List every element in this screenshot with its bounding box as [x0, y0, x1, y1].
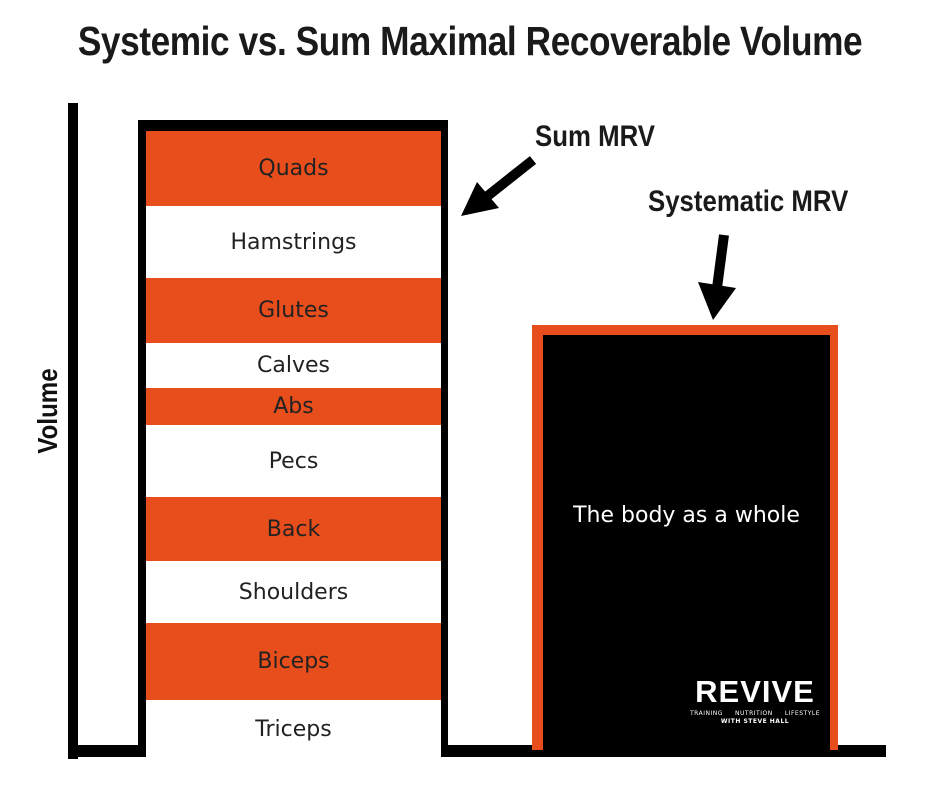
diagram-title: Systemic vs. Sum Maximal Recoverable Vol…	[77, 18, 863, 64]
logo-name: REVIVE	[695, 674, 815, 709]
segment-shoulders: Shoulders	[146, 561, 441, 623]
segment-glutes: Glutes	[146, 278, 441, 343]
logo-byline: WITH STEVE HALL	[720, 718, 790, 725]
segment-pecs: Pecs	[146, 425, 441, 497]
logo-tagline-mid: NUTRITION	[735, 710, 773, 717]
logo-tagline-left: TRAINING	[690, 710, 723, 717]
revive-logo: REVIVE TRAINING NUTRITION LIFESTYLE WITH…	[690, 674, 820, 726]
segment-back: Back	[146, 497, 441, 561]
segment-biceps: Biceps	[146, 623, 441, 700]
sum-mrv-callout: Sum MRV	[535, 120, 655, 153]
systematic-mrv-box-text: The body as a whole	[573, 503, 800, 528]
y-axis-line	[68, 103, 78, 759]
y-axis-label: Volume	[32, 368, 63, 454]
segment-quads: Quads	[146, 131, 441, 206]
segment-triceps: Triceps	[146, 700, 441, 758]
logo-tagline-right: LIFESTYLE	[784, 710, 820, 717]
sum-mrv-arrow-icon	[461, 156, 537, 216]
systematic-mrv-arrow-icon	[698, 234, 736, 320]
segment-hamstrings: Hamstrings	[146, 206, 441, 278]
systematic-mrv-box	[543, 335, 830, 750]
segment-calves: Calves	[146, 343, 441, 388]
systematic-mrv-callout: Systematic MRV	[648, 185, 849, 218]
logo-tagline: TRAINING NUTRITION LIFESTYLE	[690, 710, 820, 717]
segment-abs: Abs	[146, 388, 441, 425]
